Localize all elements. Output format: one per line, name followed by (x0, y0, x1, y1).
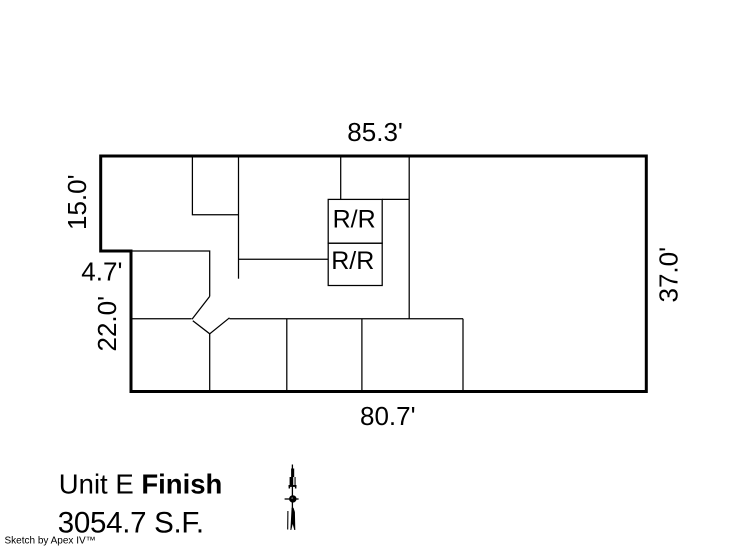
svg-text:Unit E Finish: Unit E Finish (59, 469, 223, 500)
svg-text:85.3': 85.3' (347, 117, 403, 147)
svg-text:15.0': 15.0' (62, 174, 92, 230)
svg-text:R/R: R/R (331, 247, 374, 275)
svg-text:3054.7 S.F.: 3054.7 S.F. (58, 507, 204, 540)
svg-text:80.7': 80.7' (360, 401, 416, 431)
svg-text:37.0': 37.0' (653, 247, 683, 303)
svg-text:22.0': 22.0' (92, 296, 122, 352)
svg-text:4.7': 4.7' (81, 257, 122, 287)
svg-text:R/R: R/R (333, 206, 376, 234)
svg-text:Sketch by Apex IV™: Sketch by Apex IV™ (5, 536, 96, 547)
